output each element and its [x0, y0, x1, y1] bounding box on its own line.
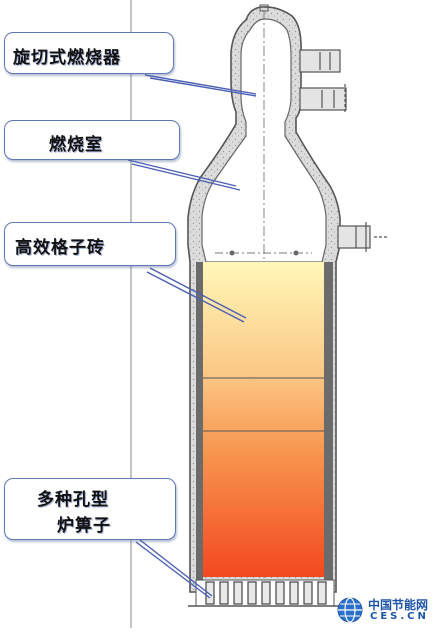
hot-blast-outlet — [337, 222, 388, 252]
callout-swirl-burner: 旋切式燃烧器 — [4, 32, 174, 74]
globe-icon — [337, 597, 363, 623]
leader-grate-b — [135, 541, 211, 599]
leader-swirl-burner-b — [149, 77, 257, 97]
leader-combustion-chamber-b — [131, 163, 241, 191]
leader-grate — [139, 539, 213, 597]
leader-checker-brick-b — [146, 271, 245, 323]
leader-lines — [127, 74, 257, 599]
burner-nozzles — [299, 49, 347, 114]
label-grate-line2: 炉箅子 — [57, 516, 111, 536]
label-grate-line1: 多种孔型 — [37, 490, 109, 510]
watermark-en: CES.CN — [370, 611, 429, 622]
leader-combustion-chamber — [127, 159, 237, 187]
checker-brick-zone — [203, 262, 324, 577]
watermark: 中国节能网 CES.CN — [336, 593, 439, 628]
watermark-cn: 中国节能网 — [368, 598, 429, 612]
grate — [188, 579, 345, 607]
callout-grate: 多种孔型 炉箅子 — [4, 478, 176, 540]
leader-checker-brick — [149, 267, 247, 319]
callout-combustion-chamber: 燃烧室 — [4, 120, 180, 160]
label-combustion-chamber: 燃烧室 — [49, 135, 103, 155]
leader-swirl-burner — [144, 74, 257, 95]
label-swirl-burner: 旋切式燃烧器 — [13, 48, 121, 68]
lining-right — [324, 262, 333, 582]
marker-dot-right — [293, 250, 299, 256]
callout-checker-brick: 高效格子砖 — [4, 222, 176, 266]
marker-dot-left — [229, 250, 235, 256]
label-checker-brick: 高效格子砖 — [15, 238, 105, 258]
lining-left — [196, 262, 203, 582]
